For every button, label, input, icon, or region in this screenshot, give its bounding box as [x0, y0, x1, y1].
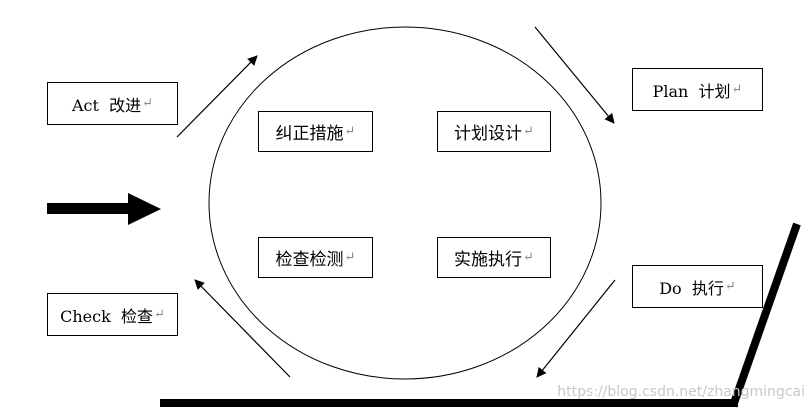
do-label: Do 执行: [659, 278, 724, 298]
paragraph-mark-icon: ↵: [344, 250, 356, 265]
execute-label: 实施执行: [454, 250, 523, 270]
correct-box: 纠正措施↵: [258, 111, 373, 152]
correct-label: 纠正措施: [275, 124, 344, 144]
paragraph-mark-icon: ↵: [142, 96, 154, 111]
design-label: 计划设计: [454, 124, 523, 144]
paragraph-mark-icon: ↵: [153, 307, 165, 322]
inspect-box: 检查检测↵: [258, 237, 373, 278]
paragraph-mark-icon: ↵: [344, 124, 356, 139]
arrow-do-to-check: [536, 279, 616, 378]
execute-box: 实施执行↵: [437, 237, 551, 278]
slant-bar: [729, 222, 801, 408]
act-label: Act 改进: [71, 95, 142, 115]
paragraph-mark-icon: ↵: [523, 124, 534, 139]
act-box: Act 改进↵: [47, 82, 178, 125]
check-box: Check 检查↵: [47, 293, 178, 336]
paragraph-mark-icon: ↵: [731, 82, 743, 97]
plan-label: Plan 计划: [652, 81, 731, 101]
check-label: Check 检查: [60, 306, 153, 326]
arrow-plan-to-do: [534, 26, 615, 124]
paragraph-mark-icon: ↵: [523, 250, 534, 265]
bold-entry-arrow: [47, 193, 161, 225]
design-box: 计划设计↵: [437, 111, 551, 152]
do-box: Do 执行↵: [632, 265, 763, 308]
arrow-check-to-act: [194, 279, 291, 378]
paragraph-mark-icon: ↵: [724, 279, 736, 294]
arrow-act-to-plan: [176, 55, 258, 138]
watermark: https://blog.csdn.net/zhangmingcai: [557, 384, 805, 400]
plan-box: Plan 计划↵: [632, 68, 763, 111]
inspect-label: 检查检测: [275, 250, 344, 270]
cycle-circle: [208, 26, 602, 380]
